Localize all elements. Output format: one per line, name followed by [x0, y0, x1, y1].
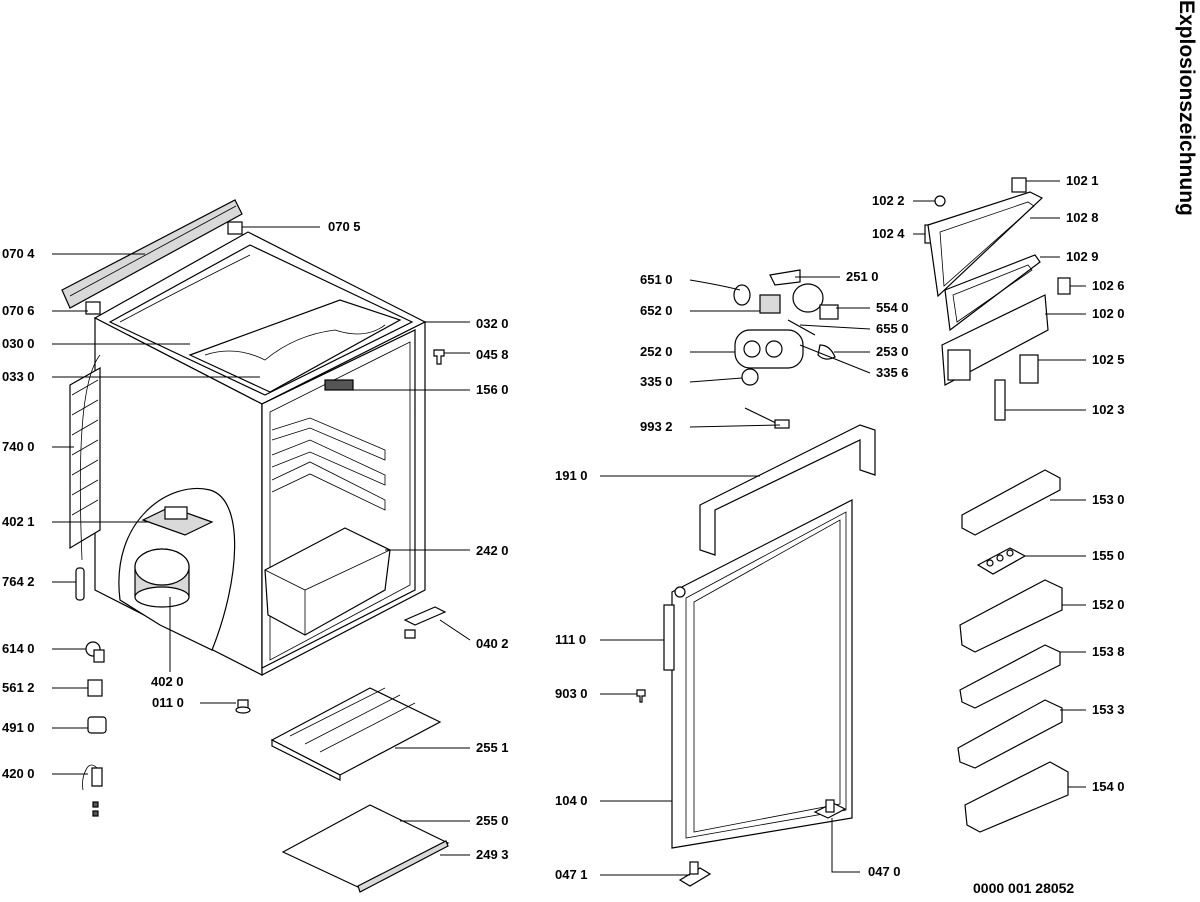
label-070-6: 070 6: [2, 303, 35, 318]
cable-clip: [87, 716, 107, 734]
label-561-2: 561 2: [2, 680, 35, 695]
label-153-8: 153 8: [1092, 644, 1125, 659]
diagram-title: Explosionszeichnung: [1175, 0, 1198, 216]
label-045-8: 045 8: [476, 347, 509, 362]
label-102-8: 102 8: [1066, 210, 1099, 225]
foam-insert: [188, 299, 402, 393]
fridge-cabinet: [93, 231, 427, 676]
fridge-door: [671, 499, 853, 849]
door-shelf-lower: [957, 699, 1063, 769]
label-993-2: 993 2: [640, 419, 673, 434]
label-102-2: 102 2: [872, 193, 905, 208]
leader-lines: [52, 180, 1086, 876]
label-255-1: 255 1: [476, 740, 509, 755]
label-255-0: 255 0: [476, 813, 509, 828]
hinge-bracket: [85, 301, 101, 315]
label-903-0: 903 0: [555, 686, 588, 701]
label-102-9: 102 9: [1066, 249, 1099, 264]
label-111-0: 111 0: [555, 632, 586, 647]
condenser-coil: [69, 354, 101, 561]
cover-panel: [108, 244, 414, 396]
adjustable-foot-bracket: [403, 606, 447, 626]
label-651-0: 651 0: [640, 272, 673, 287]
thermostat-light-assembly: [733, 269, 839, 429]
label-335-0: 335 0: [640, 374, 673, 389]
label-242-0: 242 0: [476, 543, 509, 558]
door-shelf-upper: [959, 579, 1063, 653]
label-102-0: 102 0: [1092, 306, 1125, 321]
label-740-0: 740 0: [2, 439, 35, 454]
label-102-6: 102 6: [1092, 278, 1125, 293]
door-screw: [636, 689, 646, 703]
freezer-seal: [927, 191, 1044, 298]
label-102-3: 102 3: [1092, 402, 1125, 417]
label-402-1: 402 1: [2, 514, 35, 529]
door-shelf-bottle: [964, 761, 1069, 833]
label-252-0: 252 0: [640, 344, 673, 359]
label-652-0: 652 0: [640, 303, 673, 318]
wire-shelf: [270, 687, 442, 781]
label-030-0: 030 0: [2, 336, 35, 351]
label-102-4: 102 4: [872, 226, 905, 241]
label-102-5: 102 5: [1092, 352, 1125, 367]
freezer-flap: [941, 294, 1049, 386]
label-249-3: 249 3: [476, 847, 509, 862]
glass-shelf-trim: [357, 840, 449, 893]
top-hinge: [227, 221, 243, 235]
label-153-0: 153 0: [1092, 492, 1125, 507]
label-033-0: 033 0: [2, 369, 35, 384]
label-614-0: 614 0: [2, 641, 35, 656]
freezer-flap-frame: [944, 254, 1041, 332]
label-420-0: 420 0: [2, 766, 35, 781]
label-047-1: 047 1: [555, 867, 588, 882]
flap-hinge: [994, 379, 1006, 421]
part-labels: 070 4 070 5 070 6 030 0 032 0 033 0 045 …: [2, 173, 1125, 882]
label-554-0: 554 0: [876, 300, 909, 315]
label-251-0: 251 0: [846, 269, 879, 284]
label-102-1: 102 1: [1066, 173, 1099, 188]
label-032-0: 032 0: [476, 316, 509, 331]
starter-relay: [87, 679, 103, 697]
cap: [934, 195, 946, 207]
label-191-0: 191 0: [555, 468, 588, 483]
label-040-2: 040 2: [476, 636, 509, 651]
label-070-4: 070 4: [2, 246, 35, 261]
label-155-0: 155 0: [1092, 548, 1125, 563]
label-154-0: 154 0: [1092, 779, 1125, 794]
capacitor: [91, 767, 103, 787]
door-shelf-middle: [959, 644, 1061, 709]
label-764-2: 764 2: [2, 574, 35, 589]
label-335-6: 335 6: [876, 365, 909, 380]
screw: [433, 349, 445, 365]
label-152-0: 152 0: [1092, 597, 1125, 612]
label-156-0: 156 0: [476, 382, 509, 397]
door-gasket: [699, 424, 876, 556]
label-153-3: 153 3: [1092, 702, 1125, 717]
label-253-0: 253 0: [876, 344, 909, 359]
flap-insert: [1019, 354, 1039, 384]
latch: [1011, 177, 1027, 193]
label-104-0: 104 0: [555, 793, 588, 808]
door-handle: [663, 604, 675, 671]
flap-clip: [1057, 277, 1071, 295]
label-655-0: 655 0: [876, 321, 909, 336]
label-070-5: 070 5: [328, 219, 361, 234]
filter-drier: [75, 567, 85, 601]
ventilation-grille: [61, 199, 243, 309]
label-047-0: 047 0: [868, 864, 901, 879]
label-402-0: 402 0: [151, 674, 184, 689]
label-491-0: 491 0: [2, 720, 35, 735]
egg-tray: [976, 547, 1027, 575]
label-011-0: 011 0: [152, 695, 184, 710]
glass-shelf: [281, 804, 450, 889]
door-shelf-cover: [961, 469, 1061, 536]
document-number: 0000 001 28052: [973, 880, 1075, 896]
